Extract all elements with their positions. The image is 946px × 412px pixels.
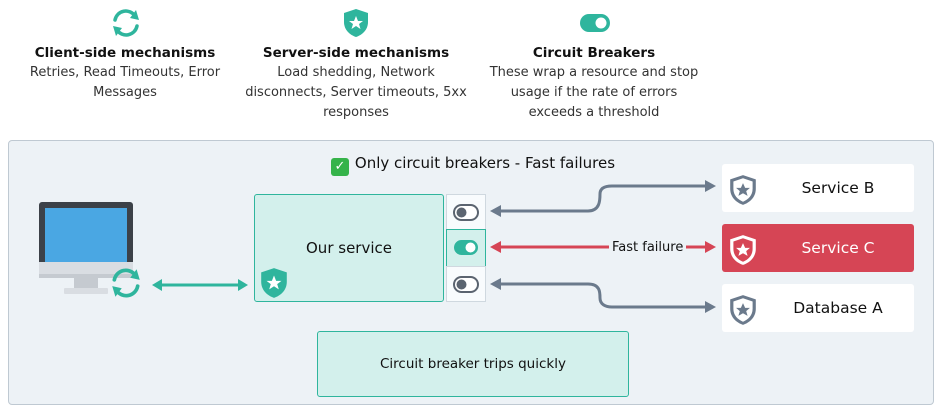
legend-client: Client-side mechanisms Retries, Read Tim… — [10, 44, 240, 103]
fast-failure-label: Fast failure — [609, 240, 687, 255]
shield-star-icon — [728, 234, 758, 270]
legend-client-icon — [109, 6, 143, 44]
computer-icon — [36, 200, 136, 304]
target-label: Database A — [793, 299, 883, 317]
target-service-b[interactable]: Service B — [722, 164, 914, 212]
shield-star-icon — [728, 294, 758, 330]
diagram-heading: ✓ Only circuit breakers - Fast failures — [0, 154, 946, 176]
target-database-a[interactable]: Database A — [722, 284, 914, 332]
legend-client-desc: Retries, Read Timeouts, Error Messages — [29, 65, 221, 100]
diagram-heading-text: Only circuit breakers - Fast failures — [354, 154, 616, 172]
check-icon: ✓ — [330, 158, 349, 176]
arrow-service-b — [490, 180, 716, 217]
legend-server-title: Server-side mechanisms — [262, 45, 450, 61]
legend-server: Server-side mechanisms Load shedding, Ne… — [240, 44, 472, 123]
shield-star-icon — [728, 174, 758, 210]
legend-server-desc: Load shedding, Network disconnects, Serv… — [245, 65, 467, 120]
legend-breaker-title: Circuit Breakers — [532, 45, 656, 61]
legend-client-title: Client-side mechanisms — [34, 45, 216, 61]
breaker-toggle-service-c[interactable] — [446, 229, 486, 267]
target-service-c[interactable]: Service C — [722, 224, 914, 272]
our-service-label: Our service — [306, 239, 392, 257]
toggle-on-icon — [454, 240, 478, 255]
breaker-toggle-service-b[interactable] — [446, 194, 486, 230]
legend-breaker-desc: These wrap a resource and stop usage if … — [489, 65, 699, 120]
breaker-toggle-database-a[interactable] — [446, 266, 486, 302]
target-label: Service B — [801, 179, 875, 197]
target-label: Service C — [801, 239, 875, 257]
arrow-database-a — [490, 278, 716, 313]
legend-breaker: Circuit Breakers These wrap a resource a… — [478, 44, 710, 123]
our-service-box: Our service — [254, 194, 444, 302]
toggle-off-icon — [453, 276, 479, 293]
breaker-note: Circuit breaker trips quickly — [317, 331, 629, 397]
legend-breaker-icon — [579, 13, 611, 37]
client-service-arrow — [152, 279, 248, 291]
server-shield-icon — [259, 267, 289, 303]
client-retry-icon — [108, 265, 144, 305]
legend-server-icon — [342, 8, 370, 42]
toggle-off-icon — [453, 204, 479, 221]
